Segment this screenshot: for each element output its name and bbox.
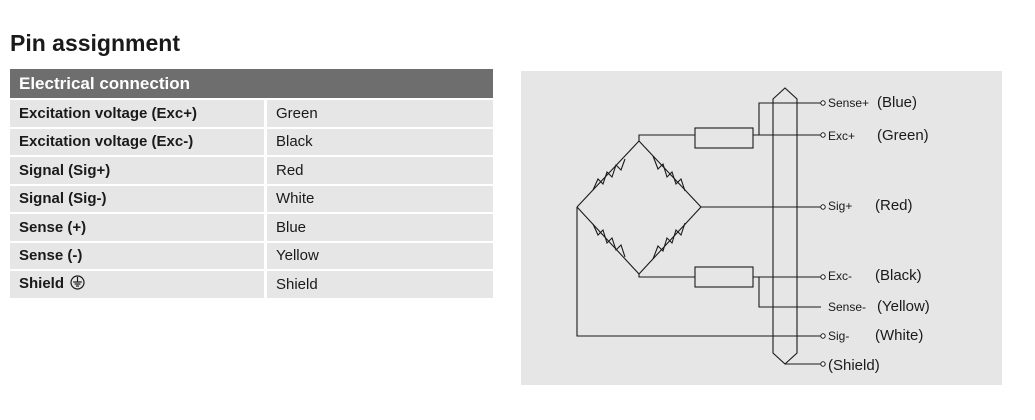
table-row: Shield Shield [10,269,493,298]
wiring-diagram: Sense+ (Blue) Exc+ (Green) Sig+ (Red) Ex… [521,71,1002,385]
signal-cell: Sense (-) [10,240,267,269]
strain-gauge-resistor [652,222,686,260]
table-header: Electrical connection [10,69,493,98]
table-row: Excitation voltage (Exc+) Green [10,98,493,127]
pin-label: Sense+ [828,96,869,110]
wire-label: (White) [875,327,923,344]
signal-cell: Signal (Sig+) [10,155,267,184]
wire-label: (Blue) [877,94,917,111]
terminal-exc-minus [820,274,826,280]
pin-label: Exc+ [828,129,855,143]
wire-label: (Red) [875,197,913,214]
bridge-edge [576,140,640,208]
color-cell: Black [267,126,493,155]
signal-cell: Excitation voltage (Exc+) [10,98,267,127]
signal-cell: Excitation voltage (Exc-) [10,126,267,155]
electrical-connection-table: Electrical connection Excitation voltage… [10,69,493,298]
wire-label: (Black) [875,267,922,284]
strain-gauge-resistor [592,223,626,258]
table-header-row: Electrical connection [10,69,493,98]
ground-symbol-icon [70,275,85,294]
wire-exc-plus [638,134,695,141]
bridge-edge [576,206,640,275]
wire-label: (Yellow) [877,298,930,315]
wire-label: (Shield) [828,357,880,374]
strain-gauge-resistor [592,158,626,191]
table-row: Sense (-) Yellow [10,240,493,269]
page-title: Pin assignment [10,30,180,56]
terminal-sig-plus [820,204,826,210]
signal-cell: Shield [10,269,267,298]
color-cell: Yellow [267,240,493,269]
wire-label: (Green) [877,127,929,144]
color-cell: Blue [267,212,493,241]
wire-sig-minus [576,207,821,337]
color-cell: Shield [267,269,493,298]
color-cell: Green [267,98,493,127]
pin-label: Sig- [828,329,849,343]
table-row: Signal (Sig-) White [10,183,493,212]
signal-label: Shield [19,274,65,292]
wiring-diagram-svg: Sense+ (Blue) Exc+ (Green) Sig+ (Red) Ex… [576,87,930,374]
color-cell: Red [267,155,493,184]
color-cell: White [267,183,493,212]
signal-cell: Sense (+) [10,212,267,241]
table-row: Signal (Sig+) Red [10,155,493,184]
pin-label: Exc- [828,269,852,283]
terminal-shield [820,361,826,367]
table-row: Excitation voltage (Exc-) Black [10,126,493,155]
terminal-sense-plus [820,100,826,106]
terminal-sig-minus [820,333,826,339]
cable-bundle [772,87,798,365]
pin-label: Sense- [828,300,866,314]
wire-sense-minus [758,277,821,308]
terminal-exc-plus [820,132,826,138]
wire-exc-minus [638,274,695,278]
signal-cell: Signal (Sig-) [10,183,267,212]
strain-gauge-resistor [652,155,686,192]
wire-sense-plus [758,102,821,135]
compensation-resistor-bottom [694,266,754,288]
table-row: Sense (+) Blue [10,212,493,241]
pin-label: Sig+ [828,199,852,213]
compensation-resistor-top [694,127,754,149]
